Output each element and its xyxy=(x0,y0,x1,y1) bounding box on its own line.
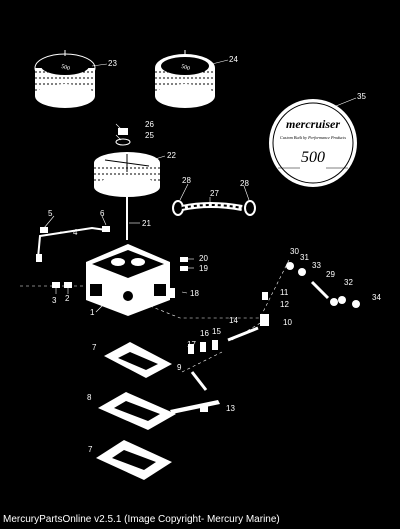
clamp-left[interactable] xyxy=(172,200,184,216)
callout-31: 31 xyxy=(300,253,309,262)
linkage-guides xyxy=(20,257,291,373)
svg-text:500: 500 xyxy=(180,64,190,72)
callout-labels: 1 2 3 4 5 6 7 7 8 9 10 11 12 13 14 15 16… xyxy=(48,55,381,454)
callout-35: 35 xyxy=(357,92,366,101)
callout-32: 32 xyxy=(344,278,353,287)
air-cleaner-right[interactable]: 500 xyxy=(155,50,215,108)
callout-26: 26 xyxy=(145,120,154,129)
throttle-rod[interactable] xyxy=(227,326,259,342)
leader-lines xyxy=(43,59,357,313)
spacer-plate[interactable] xyxy=(98,392,220,430)
wing-nut[interactable] xyxy=(118,128,128,135)
bolt-9[interactable] xyxy=(190,371,208,391)
gasket-upper[interactable] xyxy=(104,342,172,378)
callout-27: 27 xyxy=(210,189,219,198)
fuel-inlet-filter[interactable] xyxy=(64,282,72,288)
spacer-16[interactable] xyxy=(200,342,206,352)
ball-socket-30[interactable] xyxy=(286,262,294,270)
callout-34: 34 xyxy=(372,293,381,302)
callout-4: 4 xyxy=(73,228,78,237)
vent-hose[interactable] xyxy=(181,202,243,211)
callout-29: 29 xyxy=(326,270,335,279)
callout-17: 17 xyxy=(187,340,196,349)
spacer-17[interactable] xyxy=(188,344,194,354)
callout-28a: 28 xyxy=(182,176,191,185)
callout-1: 1 xyxy=(90,308,95,317)
decal-35[interactable]: mercruiser Custom Built by Performance P… xyxy=(269,99,357,187)
callout-33: 33 xyxy=(312,261,321,270)
carburetor-exploded-diagram: 500 500 mercruiser Custom Built by Perfo… xyxy=(20,50,381,480)
screw-11[interactable] xyxy=(262,292,268,300)
linkage-stud[interactable] xyxy=(170,288,175,298)
callout-24: 24 xyxy=(229,55,238,64)
decal-tagline: Custom Built by Performance Products xyxy=(280,135,346,140)
nut-32[interactable] xyxy=(338,296,346,304)
callout-5: 5 xyxy=(48,209,53,218)
washer[interactable] xyxy=(115,138,131,146)
callout-2: 2 xyxy=(65,294,70,303)
callout-6: 6 xyxy=(100,209,105,218)
fuel-inlet-nut[interactable] xyxy=(52,282,60,288)
callout-25: 25 xyxy=(145,131,154,140)
callout-12: 12 xyxy=(280,300,289,309)
ball-socket-29[interactable] xyxy=(330,298,338,306)
clamp-right[interactable] xyxy=(244,200,256,216)
washer-20[interactable] xyxy=(180,257,188,262)
callout-30: 30 xyxy=(290,247,299,256)
callout-28b: 28 xyxy=(240,179,249,188)
fuel-fitting[interactable] xyxy=(40,227,48,233)
copyright-caption: MercuryPartsOnline v2.5.1 (Image Copyrig… xyxy=(3,514,280,525)
air-cleaner-assembly[interactable] xyxy=(94,152,160,197)
callout-8: 8 xyxy=(87,393,92,402)
callout-18: 18 xyxy=(190,289,199,298)
callout-15: 15 xyxy=(212,327,221,336)
svg-text:500: 500 xyxy=(60,64,70,72)
bracket-10[interactable] xyxy=(260,314,269,326)
linkage-rod[interactable] xyxy=(310,280,330,300)
nut-13[interactable] xyxy=(200,405,208,412)
callout-16: 16 xyxy=(200,329,209,338)
ball-socket-31[interactable] xyxy=(298,268,306,276)
callout-20: 20 xyxy=(199,254,208,263)
callout-23: 23 xyxy=(108,59,117,68)
callout-19: 19 xyxy=(199,264,208,273)
spacer-15[interactable] xyxy=(212,340,218,350)
callout-7a: 7 xyxy=(92,343,97,352)
gasket-lower[interactable] xyxy=(96,440,172,480)
carburetor-body[interactable] xyxy=(86,244,170,316)
callout-7b: 7 xyxy=(88,445,93,454)
callout-9: 9 xyxy=(177,363,182,372)
callout-14: 14 xyxy=(229,316,238,325)
decal-brand: mercruiser xyxy=(286,117,340,131)
nut-34[interactable] xyxy=(352,300,360,308)
decal-number: 500 xyxy=(301,149,325,166)
callout-11: 11 xyxy=(280,288,289,297)
callout-10: 10 xyxy=(283,318,292,327)
callout-13: 13 xyxy=(226,404,235,413)
nut-19[interactable] xyxy=(180,266,188,271)
callout-22: 22 xyxy=(167,151,176,160)
callout-21: 21 xyxy=(142,219,151,228)
air-cleaner-left[interactable]: 500 xyxy=(34,50,96,108)
callout-3: 3 xyxy=(52,296,57,305)
